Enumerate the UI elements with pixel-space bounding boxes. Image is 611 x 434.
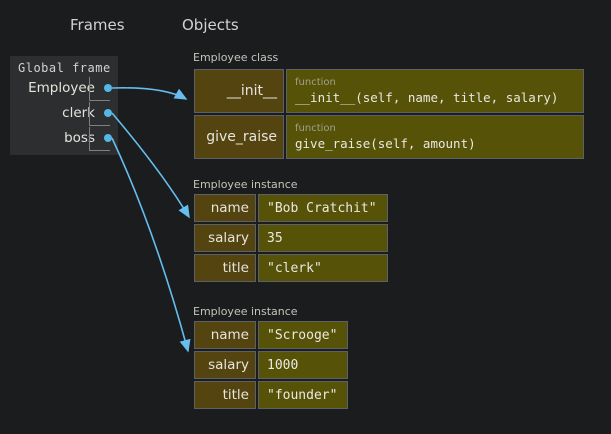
employee-class-table: __init__ function __init__(self, name, t… [192,67,586,161]
attribute-value: "Bob Cratchit" [258,194,388,222]
function-kind-label: function [295,123,336,134]
method-row: give_raise function give_raise(self, amo… [194,115,584,159]
method-row: __init__ function __init__(self, name, t… [194,69,584,113]
variable-clerk-value-cell [89,102,110,126]
attribute-row: title "founder" [194,381,349,409]
attribute-name: title [194,254,256,282]
attribute-row: title "clerk" [194,254,388,282]
attribute-row: name "Bob Cratchit" [194,194,388,222]
attribute-value: "founder" [258,381,349,409]
method-name: __init__ [194,69,284,113]
function-signature: __init__(self, name, title, salary) [295,90,559,105]
frames-column-header: Frames [70,16,125,34]
arrow-clerk-to-instance [111,112,190,219]
global-frame-title: Global frame [18,61,111,75]
variable-clerk: clerk [62,105,95,121]
attribute-name: name [194,321,256,349]
method-name: give_raise [194,115,284,159]
attribute-name: name [194,194,256,222]
attribute-name: title [194,381,256,409]
attribute-row: name "Scrooge" [194,321,349,349]
employee-instance-2-table: name "Scrooge" salary 1000 title "founde… [192,319,350,411]
arrow-employee-to-class [111,87,188,100]
attribute-row: salary 1000 [194,351,349,379]
objects-column-header: Objects [182,16,239,34]
attribute-value: "clerk" [258,254,388,282]
employee-instance-2-label: Employee instance [193,305,298,318]
arrow-boss-to-instance [111,137,191,353]
method-value: function give_raise(self, amount) [286,115,584,159]
attribute-name: salary [194,351,256,379]
attribute-name: salary [194,224,256,252]
employee-instance-1-table: name "Bob Cratchit" salary 35 title "cle… [192,192,390,284]
employee-instance-1-label: Employee instance [193,178,298,191]
attribute-value: "Scrooge" [258,321,349,349]
attribute-row: salary 35 [194,224,388,252]
function-signature: give_raise(self, amount) [295,136,476,151]
attribute-value: 35 [258,224,388,252]
global-frame-box: Global frame [10,56,118,155]
attribute-value: 1000 [258,351,349,379]
employee-class-label: Employee class [193,51,279,64]
function-kind-label: function [295,77,336,88]
variable-employee: Employee [28,80,95,96]
method-value: function __init__(self, name, title, sal… [286,69,584,113]
variable-employee-value-cell [89,77,110,101]
variable-boss-value-cell [89,127,110,151]
variable-boss: boss [64,130,95,146]
